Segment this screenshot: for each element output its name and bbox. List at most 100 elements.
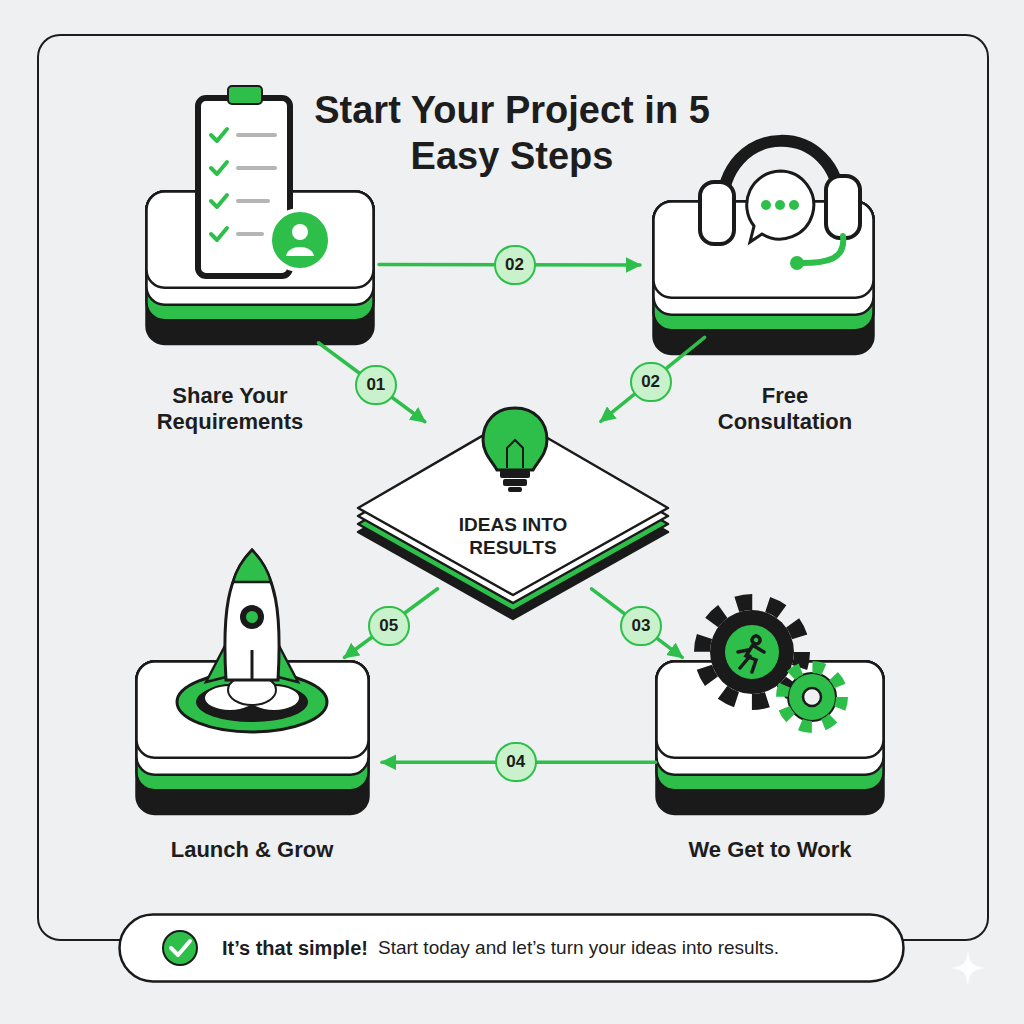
lightbulb-icon-part: [508, 487, 522, 492]
lightbulb-icon-part: [500, 470, 530, 478]
platform-layer: [358, 434, 668, 611]
step-badge-holder: 05: [368, 606, 410, 646]
lightbulb-icon-part: [483, 408, 547, 470]
platform-layer: [657, 662, 884, 791]
platform-layer: [654, 202, 874, 355]
hub-platform: IDEAS INTO RESULTS: [356, 410, 670, 620]
pill-border: [120, 915, 904, 982]
title: Start Your Project in 5 Easy Steps: [312, 88, 712, 179]
step-number: 02: [630, 362, 672, 402]
clipboard-icon-part-part: [211, 129, 227, 141]
gears-icon-part: [738, 636, 764, 672]
hub-label: IDEAS INTO RESULTS: [428, 514, 598, 560]
platform-layer: [358, 418, 668, 595]
step-badge-holder: 02: [630, 362, 672, 402]
platform-layer: [137, 662, 369, 775]
clipboard-icon-part: [286, 247, 314, 256]
platform-layer: [147, 192, 374, 345]
gears-icon-part: [803, 688, 821, 706]
flow-arrow: [592, 589, 683, 658]
platform-layer: [657, 662, 884, 758]
gears-icon-part: [788, 673, 836, 721]
clipboard-icon-part-part: [238, 166, 275, 170]
step-platform: Launch & Grow: [135, 660, 370, 815]
platform-layer: [137, 662, 369, 758]
step-number: 03: [620, 606, 662, 646]
platform-layer: [654, 202, 874, 315]
platform-layer: [147, 192, 374, 305]
flow-arrow: [344, 589, 437, 658]
clipboard-icon-part: [228, 86, 262, 104]
summary-text: Start today and let’s turn your ideas in…: [378, 937, 779, 959]
rocket-icon-part: [240, 605, 264, 629]
clipboard-icon-part-part: [211, 228, 227, 240]
gears-icon: [702, 602, 842, 727]
clipboard-icon-part-part: [211, 195, 227, 207]
gears-icon-part: [710, 610, 794, 694]
clipboard-icon-part-part: [211, 162, 227, 174]
step-number: 05: [368, 606, 410, 646]
headset-icon-part: [761, 200, 771, 210]
headset-icon: [700, 141, 860, 270]
platform-layer: [137, 662, 369, 791]
headset-icon-part: [700, 182, 734, 244]
step-label: Share Your Requirements: [135, 383, 325, 436]
step-badge-holder: 01: [355, 365, 397, 405]
rocket-icon-part: [251, 650, 254, 680]
lightbulb-icon: [483, 408, 547, 492]
rocket-icon-part: [233, 550, 271, 582]
node-outline: [655, 660, 885, 815]
check-icon: [163, 931, 197, 965]
check-icon-part: [171, 941, 190, 955]
step-badge-holder: 04: [495, 742, 537, 782]
check-icon-part: [163, 931, 197, 965]
platform-layer: [147, 192, 374, 321]
clipboard-icon-part: [211, 129, 275, 240]
headset-icon-part: [826, 176, 860, 238]
platform-layer: [147, 192, 374, 288]
step-label: Free Consultation: [695, 383, 875, 436]
clipboard-icon-part-part: [238, 133, 275, 137]
rocket-icon-part: [246, 611, 258, 623]
headset-icon-part: [747, 171, 814, 242]
flow-arrow: [318, 343, 424, 422]
platform-layer: [657, 662, 884, 815]
platform-layer: [657, 662, 884, 775]
node-outline: [145, 190, 375, 345]
step-platform: Share Your Requirements: [145, 190, 375, 345]
clipboard-icon: [198, 86, 330, 276]
headset-icon-part: [775, 200, 785, 210]
step-label: Launch & Grow: [112, 837, 392, 863]
summary-pill: It’s that simple! Start today and let’s t…: [118, 913, 905, 983]
step-platform: We Get to Work: [655, 660, 885, 815]
sparkle-mark: [950, 950, 986, 986]
platform-layer: [654, 202, 874, 298]
clipboard-icon-part: [270, 210, 330, 270]
title-holder: Start Your Project in 5 Easy Steps: [312, 88, 712, 179]
platform-layer: [654, 202, 874, 331]
gears-icon-part: [782, 667, 842, 727]
step-label: We Get to Work: [630, 837, 910, 863]
gears-icon-part: [725, 625, 779, 679]
node-outline: [652, 200, 875, 355]
headset-icon-part: [790, 256, 804, 270]
frame-border: [38, 35, 988, 940]
step-number: 04: [495, 742, 537, 782]
emphasis-text: It’s that simple!: [222, 937, 368, 960]
step-number: 01: [355, 365, 397, 405]
step-platform: Free Consultation: [652, 200, 875, 355]
step-badge-holder: 02: [494, 245, 536, 285]
platform-layer: [137, 662, 369, 815]
platform-layer: [358, 426, 668, 603]
step-number: 02: [494, 245, 536, 285]
lightbulb-icon-part: [507, 440, 523, 468]
flow-arrow: [601, 337, 705, 421]
clipboard-icon-part-part: [238, 199, 268, 203]
node-outline: [135, 660, 370, 815]
clipboard-icon-part-part: [238, 232, 262, 236]
headset-icon-part: [802, 236, 843, 263]
platform-layer: [358, 442, 668, 619]
headset-icon-part: [789, 200, 799, 210]
step-badge-holder: 03: [620, 606, 662, 646]
